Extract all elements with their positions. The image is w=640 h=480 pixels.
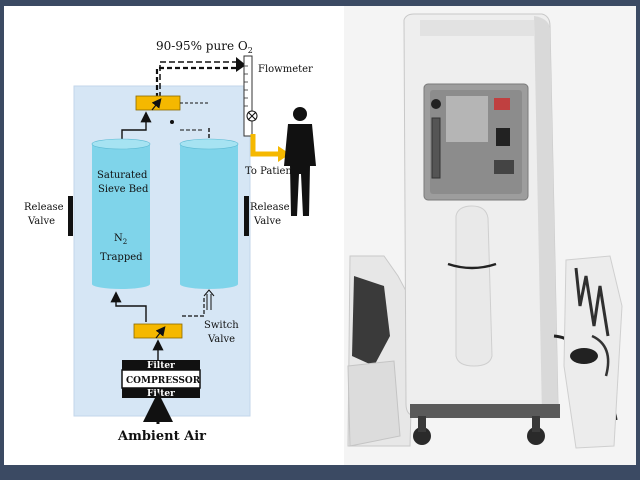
ambient-air-label: Ambient Air xyxy=(117,429,206,444)
filter-top-label: Filter xyxy=(147,361,175,371)
release-valve-right-line1: Release xyxy=(250,202,290,213)
oxygen-concentrator-diagram: 90-95% pure O2 Flowmeter To Patient xyxy=(4,6,344,465)
left-bed-label-line1: Saturated xyxy=(97,170,148,181)
switch-valve-line2: Valve xyxy=(207,334,235,345)
wheel-right-icon xyxy=(527,427,545,445)
power-switch xyxy=(496,128,510,146)
oxygen-concentrator-photo xyxy=(344,6,636,465)
frame-border-bottom xyxy=(0,465,640,480)
filter-bottom-label: Filter xyxy=(147,389,175,399)
flowmeter xyxy=(243,55,253,137)
frame-border-top xyxy=(0,0,640,6)
switch-valve-line1: Switch xyxy=(204,320,239,331)
right-bed-inlet-line xyxy=(182,298,205,317)
release-valve-right-line2: Valve xyxy=(253,216,281,227)
o2-output-dashed-line xyxy=(155,66,236,98)
diagram-svg: 90-95% pure O2 Flowmeter To Patient xyxy=(24,39,316,444)
patient-silhouette-icon xyxy=(284,107,316,216)
o2-output-arrowhead xyxy=(236,57,246,72)
release-valve-left-line2: Valve xyxy=(27,216,55,227)
frame-border-right xyxy=(636,0,640,480)
left-sieve-bed xyxy=(91,138,151,289)
flowmeter-ticks xyxy=(244,65,248,107)
to-patient-label: To Patient xyxy=(245,166,296,177)
frame-border-left xyxy=(0,0,4,480)
release-valve-right xyxy=(244,196,249,236)
patient-arrow xyxy=(250,134,280,157)
release-valve-left xyxy=(68,196,73,236)
filter-top xyxy=(122,360,200,370)
patient-arrowhead xyxy=(278,146,290,162)
left-bed-n2-label: N2 xyxy=(114,233,127,246)
left-bed-inlet-line xyxy=(110,291,147,322)
o2-output-line xyxy=(159,61,236,98)
device-handle xyxy=(420,20,534,36)
compressor-label: COMPRESSOR xyxy=(126,376,201,386)
right-sieve-bed xyxy=(179,138,239,289)
device-grille xyxy=(455,205,493,367)
release-valve-left-line1: Release xyxy=(24,202,64,213)
display-window xyxy=(494,160,514,174)
flowmeter-window xyxy=(431,117,441,179)
left-bed-outlet-line xyxy=(121,111,152,144)
left-bed-label-line2: Sieve Bed xyxy=(98,184,149,195)
output-label: 90-95% pure O2 xyxy=(156,39,253,55)
left-bed-trapped-label: Trapped xyxy=(100,252,143,263)
flow-knob-icon xyxy=(431,99,441,109)
photo-svg xyxy=(344,6,636,465)
label-plate xyxy=(446,96,488,142)
wheel-left-icon xyxy=(413,427,431,445)
flowmeter-label: Flowmeter xyxy=(258,64,313,75)
